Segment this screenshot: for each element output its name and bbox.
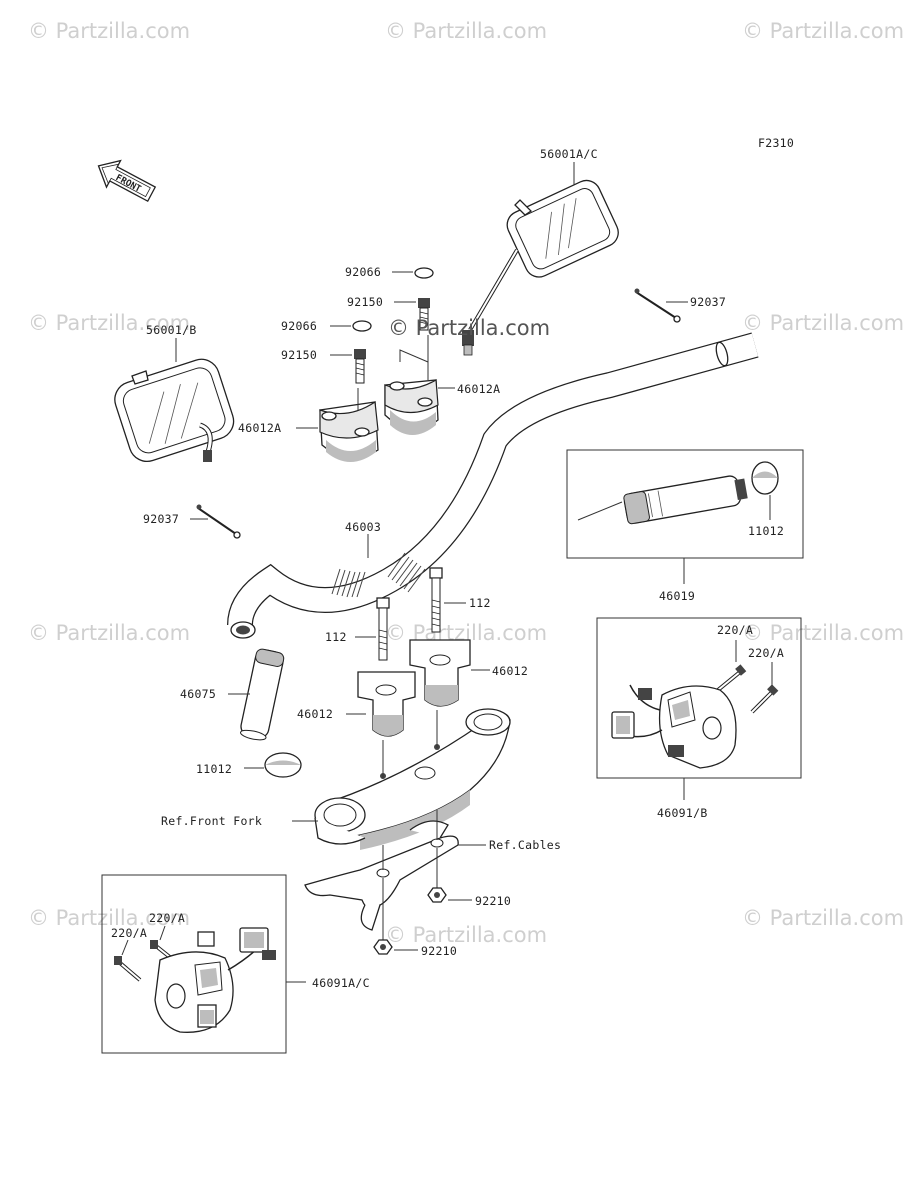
grip-end-cap-left (264, 752, 302, 778)
watermark: © Partzilla.com (28, 311, 190, 335)
watermark: © Partzilla.com (742, 311, 904, 335)
label-cap-right: 11012 (748, 524, 784, 538)
label-bolt-upper-right: 92150 (347, 295, 383, 309)
o-ring (414, 267, 434, 279)
label-nut-upper: 92210 (475, 894, 511, 908)
label-switch-right: 46091/B (657, 806, 708, 820)
o-ring (352, 320, 372, 332)
watermark: © Partzilla.com (28, 19, 190, 43)
label-grip-left: 46075 (180, 687, 216, 701)
label-holder-right: 46012A (457, 382, 500, 396)
holder-46012a-left (319, 400, 379, 462)
label-mirror-right: 56001A/C (540, 147, 598, 161)
mirror-right (462, 179, 619, 356)
label-cap-left: 11012 (196, 762, 232, 776)
label-switch-left-screw-a: 220/A (149, 911, 185, 925)
switch-right-box (596, 617, 802, 779)
holder-46012a-right (384, 379, 439, 435)
label-switch-left-screw-b: 220/A (111, 926, 147, 940)
label-ref-cables: Ref.Cables (489, 838, 561, 852)
screw-220a (716, 664, 747, 692)
front-arrow-icon: FRONT (97, 159, 157, 203)
label-holder-lower-right: 46012 (492, 664, 528, 678)
top-bridge (314, 708, 511, 850)
label-o-ring-left: 92066 (281, 319, 317, 333)
screw-220a (114, 956, 142, 982)
label-bolt-112-right: 112 (469, 596, 491, 610)
bolt-112-left (376, 597, 390, 661)
nut-92210-lower (373, 878, 393, 955)
switch-housing-right (611, 684, 737, 769)
throttle-grip (623, 475, 748, 525)
label-handlebar: 46003 (345, 520, 381, 534)
label-switch-left: 46091A/C (312, 976, 370, 990)
watermark: © Partzilla.com (385, 923, 547, 947)
label-bolt-left: 92150 (281, 348, 317, 362)
nut-92210-upper (427, 848, 447, 903)
pin-92037-right (634, 288, 681, 323)
left-grip (240, 648, 285, 741)
label-o-ring-top: 92066 (345, 265, 381, 279)
label-bolt-112-left: 112 (325, 630, 347, 644)
holder-46012-left (357, 671, 416, 737)
label-pin-right: 92037 (690, 295, 726, 309)
watermark: © Partzilla.com (28, 621, 190, 645)
label-holder-left: 46012A (238, 421, 281, 435)
bolt-92150-right (418, 298, 430, 331)
screw-220a (750, 684, 779, 714)
label-holder-lower-left: 46012 (297, 707, 333, 721)
bolt-112-right (429, 567, 443, 633)
label-nut-lower: 92210 (421, 944, 457, 958)
bolt-92150-left (354, 349, 366, 384)
mirror-left (114, 358, 235, 462)
watermark: © Partzilla.com (385, 19, 547, 43)
holder-46012-right (409, 639, 471, 707)
label-pin-left: 92037 (143, 512, 179, 526)
watermark: © Partzilla.com (742, 19, 904, 43)
watermark: © Partzilla.com (742, 621, 904, 645)
watermarks: © Partzilla.com © Partzilla.com © Partzi… (28, 19, 904, 947)
watermark: © Partzilla.com (28, 906, 190, 930)
watermark: © Partzilla.com (742, 906, 904, 930)
label-grip-assembly: 46019 (659, 589, 695, 603)
figure-code: F2310 (758, 136, 794, 150)
grip-assembly-box (566, 449, 804, 559)
label-ref-front-fork: Ref.Front Fork (161, 814, 262, 828)
label-mirror-left: 56001/B (146, 323, 197, 337)
switch-left-box (101, 874, 287, 1054)
handlebar (227, 332, 759, 639)
watermark: © Partzilla.com (388, 316, 550, 340)
label-switch-right-screw-a: 220/A (717, 623, 753, 637)
grip-end-cap-right (751, 461, 779, 495)
switch-housing-left (154, 927, 276, 1033)
pin-92037-left (196, 504, 241, 539)
label-switch-right-screw-b: 220/A (748, 646, 784, 660)
